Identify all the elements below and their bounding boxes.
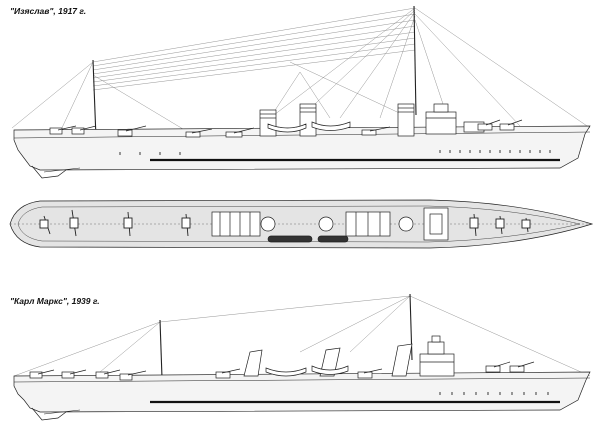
deck-plan-funnel-1 <box>260 216 276 232</box>
caption-izyaslav-1917: "Изяслав", 1917 г. <box>10 6 87 16</box>
deck-plan-machinery-1 <box>211 211 261 237</box>
karl-marx-funnel-2 <box>319 347 341 377</box>
deck-plan-armament <box>39 209 531 237</box>
izyaslav-guns <box>49 119 523 138</box>
izyaslav-boat-2 <box>311 121 351 131</box>
izyaslav-bridge <box>425 111 457 135</box>
karl-marx-boat-2 <box>311 365 349 375</box>
izyaslav-portholes <box>119 150 551 155</box>
karl-marx-portholes <box>439 392 549 395</box>
karl-marx-rigging <box>13 295 591 377</box>
izyaslav-mainmast <box>413 5 417 116</box>
izyaslav-side-profile <box>11 5 591 179</box>
izyaslav-rigging <box>11 7 591 133</box>
deck-plan-funnel-2 <box>318 216 334 232</box>
izyaslav-deck-plan <box>9 199 594 249</box>
deck-plan-bridge <box>423 207 449 241</box>
karl-marx-foremast <box>159 319 163 379</box>
deck-plan-boat-2 <box>317 235 349 243</box>
karl-marx-funnel-1 <box>243 349 263 377</box>
izyaslav-rudder <box>31 165 67 179</box>
deck-plan-funnel-3 <box>398 216 414 232</box>
karl-marx-rudder <box>31 407 67 421</box>
karl-marx-side-profile <box>13 293 591 421</box>
izyaslav-foremast <box>92 59 97 139</box>
izyaslav-funnel-3 <box>397 103 415 137</box>
caption-karl-marx-1939: "Карл Маркс", 1939 г. <box>10 296 100 306</box>
izyaslav-boat-1 <box>267 123 307 133</box>
karl-marx-boat-1 <box>265 367 307 377</box>
deck-plan-boat-1 <box>267 235 313 243</box>
karl-marx-bridge <box>419 353 455 377</box>
karl-marx-funnel-3 <box>391 343 413 377</box>
karl-marx-mainmast <box>409 293 413 361</box>
izyaslav-funnel-2 <box>299 103 317 137</box>
karl-marx-guns <box>29 361 535 381</box>
